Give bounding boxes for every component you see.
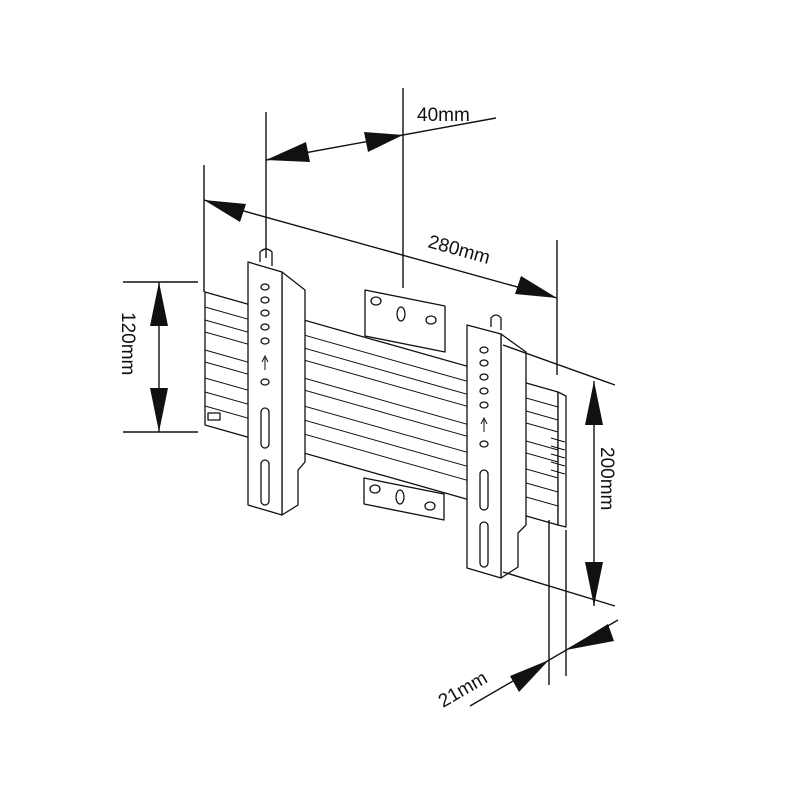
dimension-21mm: 21mm [435,520,619,713]
label-280mm: 280mm [426,232,493,269]
label-40mm: 40mm [417,105,470,126]
dimension-120mm: 120mm [117,281,198,433]
dimension-40mm: 40mm [265,88,497,288]
label-120mm: 120mm [117,312,138,375]
wall-plate [363,289,446,521]
left-bracket [247,248,306,516]
label-21mm: 21mm [435,668,491,713]
dimension-200mm: 200mm [502,344,617,607]
label-200mm: 200mm [596,447,617,510]
right-bracket [466,314,527,579]
